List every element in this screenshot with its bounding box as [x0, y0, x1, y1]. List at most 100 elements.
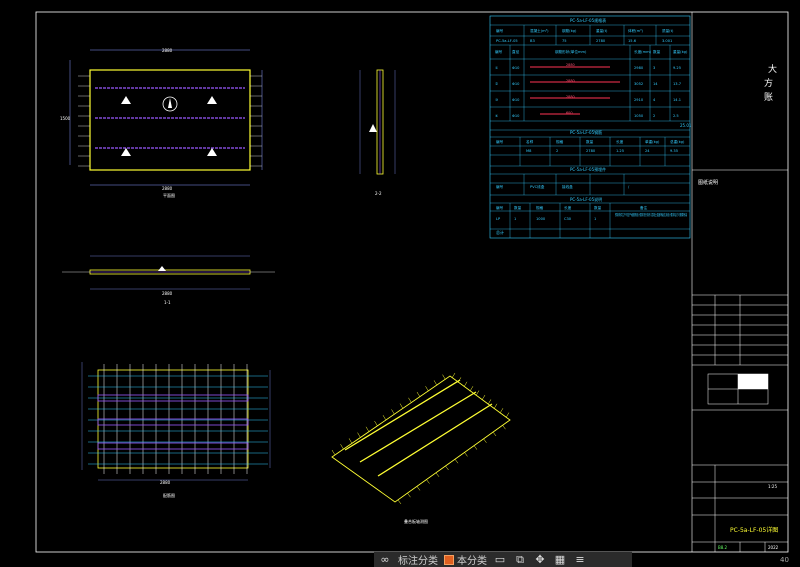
rebar-view-label: 配筋图	[163, 492, 175, 498]
parts-header-cell: 单重(kg)	[645, 139, 660, 144]
north-arrow-icon	[162, 96, 178, 112]
spec-table[interactable]: PC-5a-LF-05规格表 编号混凝土(m³)钢筋(kg)重量(t)体积(m³…	[489, 15, 692, 239]
parts-value-cell: 9.35	[670, 149, 678, 153]
rebar-cell: ②	[495, 82, 498, 86]
plan-dim-bottom: 2880	[162, 186, 173, 191]
view-icon[interactable]: ▭	[494, 553, 506, 566]
note-table-title: PC-5a-LF-05说明	[570, 196, 602, 202]
copy-icon[interactable]: ⧉	[516, 552, 524, 566]
parts-header-cell: 编号	[496, 139, 504, 144]
spec-value-cell: 15.6	[628, 39, 637, 43]
note-value-cell: 1	[594, 217, 596, 221]
parts-header-cell: 总重(kg)	[670, 139, 685, 144]
rebar-cell: 14.1	[673, 98, 681, 102]
pan-icon[interactable]: ✥	[535, 553, 545, 566]
iso-label: 叠合板轴测图	[404, 518, 428, 524]
annotation-category-button[interactable]: 标注分类	[398, 556, 438, 567]
rebar-shape-length: 2880	[566, 63, 575, 67]
rebar-cell: 13.7	[673, 82, 681, 86]
rebar-view[interactable]: 2880 配筋图	[81, 362, 271, 498]
rebar-cell: ④	[495, 114, 498, 118]
rebar-cell: Φ10	[512, 114, 520, 118]
note-value-cell: 1000	[536, 217, 546, 221]
parts-value-cell: 2	[556, 149, 558, 153]
rebar-cell: Φ10	[512, 66, 520, 70]
spec-header-cell: 编号	[496, 28, 504, 33]
title-vertical-3: 账	[764, 92, 773, 103]
orange-square-icon	[444, 554, 454, 565]
drawing-code: PC-5a-LF-05详图	[730, 526, 778, 534]
notes-label: 图纸说明	[698, 179, 718, 186]
section-22-label: 2-2	[375, 191, 382, 196]
spec-value-cell: 3.001	[662, 39, 672, 43]
plan-dim-top: 2880	[162, 48, 173, 53]
spec-header-cell: 体积(m³)	[628, 28, 644, 33]
rebar-header-cell: 长度(mm)	[634, 49, 652, 54]
rebar-cell: 2.5	[673, 114, 679, 118]
parts-value-cell: 24	[645, 149, 650, 153]
note-value-cell: LP	[496, 217, 501, 221]
parts-header-cell: 规格	[556, 139, 564, 144]
note-value-cell: C30	[564, 217, 572, 221]
rebar-cell: 1050	[634, 114, 644, 118]
section-11-label: 1-1	[164, 300, 171, 305]
layout-toolbar[interactable]: ∞ 标注分类 本分类 ▭ ⧉ ✥ ▦ ≡	[374, 551, 632, 567]
rebar-header-cell: 钢筋形状(单位mm)	[555, 49, 587, 54]
plan-dim-left: 1500	[60, 116, 71, 121]
spec-value-cell: B3	[530, 39, 535, 43]
embed-cell: /	[628, 185, 630, 189]
date-badge: B8.2	[718, 545, 728, 550]
plan-label: 平面图	[163, 192, 175, 198]
spec-value-cell: 2780	[596, 39, 606, 43]
note-header-cell: 编号	[496, 205, 504, 210]
parts-value-cell: 1.25	[616, 149, 624, 153]
parts-header-cell: 名称	[526, 139, 534, 144]
parts-header-cell: 数量	[586, 139, 594, 144]
rebar-header-cell: 编号	[495, 49, 503, 54]
spec-value-cell: 75	[562, 39, 567, 43]
table-title: PC-5a-LF-05规格表	[570, 17, 606, 23]
title-vertical-2: 方	[764, 77, 773, 89]
note-header-cell: 规格	[536, 205, 544, 210]
note-header-cell: 数量	[594, 205, 602, 210]
plan-slab-outline	[89, 69, 251, 171]
glasses-icon[interactable]: ∞	[380, 553, 390, 566]
grid-icon[interactable]: ▦	[554, 553, 566, 566]
rebar-cell: 2910	[634, 98, 644, 102]
rebar-cell: 3052	[634, 82, 643, 86]
embed-table-title: PC-5a-LF-05预埋件	[570, 166, 606, 172]
rebar-shape-length: 600	[566, 111, 572, 115]
rebar-cell: 9.25	[673, 66, 681, 70]
rebar-table-title: PC-5a-LF-05钢筋	[570, 129, 602, 135]
section-11-dim: 2880	[162, 291, 173, 296]
parts-header-cell: 长度	[616, 139, 624, 144]
sheet-id: 2022	[768, 545, 779, 550]
title-block	[692, 169, 788, 552]
rebar-cell: 3	[653, 66, 655, 70]
parts-value-cell: M8	[526, 149, 532, 153]
rebar-view-dim: 2880	[160, 480, 171, 485]
note-text: 预制构件生产时应严格按照设计要求进行制作,混凝土强度等级达到设计要求后方可脱模吊…	[615, 212, 687, 217]
section-2-2-view[interactable]: 2-2	[359, 69, 396, 196]
title-logo-block	[738, 374, 768, 389]
spec-value-cell: PC-5a-LF-05	[496, 39, 518, 43]
parts-value-cell: 2780	[586, 149, 596, 153]
note-header-cell: 长度	[564, 205, 572, 210]
rebar-header-cell: 直径	[512, 49, 520, 54]
page-number: 40	[780, 556, 789, 564]
spec-header-cell: 混凝土(m³)	[530, 28, 549, 33]
layers-icon[interactable]: ≡	[575, 553, 585, 566]
rebar-cell: 4	[653, 98, 656, 102]
embed-cell: 编号	[496, 184, 504, 189]
rebar-cell: 2980	[634, 66, 644, 70]
section-1-1-view[interactable]: 2880 1-1	[62, 255, 275, 305]
embed-cell: PVC线盒	[530, 184, 545, 189]
isometric-view[interactable]: 叠合板轴测图	[331, 372, 511, 524]
note-value-cell: 1	[514, 217, 516, 221]
spec-header-cell: 质量(t)	[662, 28, 674, 33]
spec-header-cell: 钢筋(kg)	[562, 28, 577, 33]
current-category-button[interactable]: 本分类	[444, 552, 487, 567]
rebar-header-cell: 重量(kg)	[673, 49, 688, 54]
plan-view[interactable]: 2880 2880 平面图 1500	[60, 48, 263, 198]
